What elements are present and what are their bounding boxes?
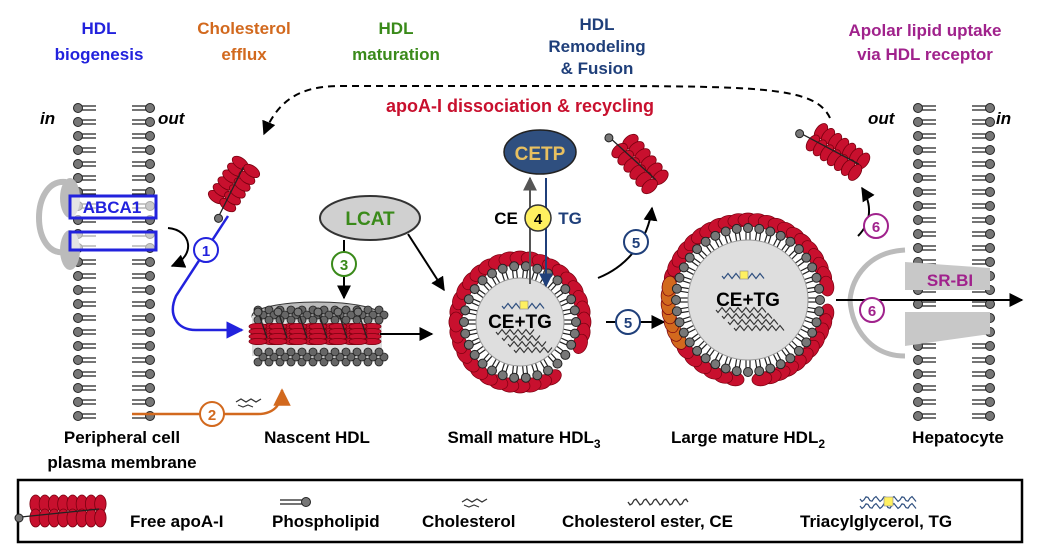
lcat-to-small-arrow [407, 233, 445, 292]
step5-badge-upper: 5 [623, 229, 649, 255]
step3-badge: 3 [331, 251, 357, 277]
legend-apoa1-label: Free apoA-I [130, 512, 224, 531]
membrane-left-out-label: out [158, 109, 186, 128]
step2-arrow [132, 388, 291, 416]
svg-text:CE+TG: CE+TG [488, 312, 552, 333]
free-apoa1-remodeling [604, 133, 669, 195]
step4-badge: 4 [524, 204, 552, 232]
svg-text:efflux: efflux [221, 45, 267, 64]
legend: Free apoA-I Phospholipid Cholesterol Cho… [14, 478, 1024, 544]
svg-text:Remodeling: Remodeling [548, 37, 645, 56]
cetp-enzyme: CETP [503, 129, 577, 175]
stage-label-peripheral: Peripheral cell plasma membrane [47, 428, 196, 472]
svg-text:Apolar lipid uptake: Apolar lipid uptake [848, 21, 1001, 40]
legend-cholesterol-label: Cholesterol [422, 512, 516, 531]
legend-phospholipid-label: Phospholipid [272, 512, 380, 531]
svg-text:Peripheral cell: Peripheral cell [64, 428, 180, 447]
membrane-right-in-label: in [996, 109, 1011, 128]
stage-label-nascent: Nascent HDL [264, 428, 370, 447]
svg-text:maturation: maturation [352, 45, 440, 64]
legend-phospholipid-symbol [280, 497, 311, 507]
stage-label-small: Small mature HDL3 [447, 428, 600, 451]
lcat-label: LCAT [345, 209, 395, 230]
svg-text:1: 1 [202, 243, 210, 260]
step6-badge-lower: 6 [859, 297, 885, 323]
svg-text:HDL: HDL [82, 19, 117, 38]
svg-text:biogenesis: biogenesis [55, 45, 144, 64]
legend-tg-label: Triacylglycerol, TG [800, 512, 952, 531]
svg-text:via HDL receptor: via HDL receptor [857, 45, 993, 64]
legend-ce-symbol [627, 498, 689, 506]
svg-text:3: 3 [340, 257, 348, 274]
step6-dissociation-arrow [857, 186, 875, 237]
svg-text:5: 5 [624, 315, 632, 332]
header-efflux: Cholesterol efflux [197, 19, 291, 64]
header-remodeling: HDL Remodeling & Fusion [548, 15, 645, 78]
svg-text:2: 2 [208, 407, 216, 424]
legend-tg-symbol [859, 495, 917, 510]
step5-badge-lower: 5 [615, 309, 641, 335]
legend-apoa1-symbol [14, 494, 107, 528]
lcat-enzyme: LCAT [319, 195, 421, 241]
free-apoa1-right [795, 123, 871, 181]
abca1-label: ABCA1 [83, 198, 142, 217]
svg-text:HDL: HDL [379, 19, 414, 38]
svg-text:6: 6 [868, 303, 876, 320]
cetp-label: CETP [515, 144, 566, 165]
membrane-right-out-label: out [868, 109, 896, 128]
step6-badge-upper: 6 [863, 213, 889, 239]
svg-text:plasma membrane: plasma membrane [47, 453, 196, 472]
left-membrane [73, 103, 155, 421]
header-maturation: HDL maturation [352, 19, 440, 64]
cetp-tg-label: TG [558, 209, 582, 228]
recycling-arrow [262, 85, 831, 136]
small-mature-hdl3: CE+TG [448, 250, 592, 394]
srbi-label: SR-BI [927, 271, 973, 290]
step1-arrow [171, 215, 244, 339]
stage-label-large: Large mature HDL2 [671, 428, 825, 451]
cetp-ce-label: CE [494, 209, 518, 228]
svg-text:& Fusion: & Fusion [561, 59, 634, 78]
svg-text:CE+TG: CE+TG [716, 290, 780, 311]
recycling-label: apoA-I dissociation & recycling [386, 96, 654, 116]
svg-text:6: 6 [872, 219, 880, 236]
free-apoa1-left [207, 155, 261, 223]
legend-cholesterol-symbol [461, 498, 488, 508]
legend-ce-label: Cholesterol ester, CE [562, 512, 733, 531]
step1-badge: 1 [193, 237, 219, 263]
svg-text:5: 5 [632, 235, 640, 252]
svg-text:HDL: HDL [580, 15, 615, 34]
abca1-curved-arrow [167, 227, 190, 268]
svg-text:Cholesterol: Cholesterol [197, 19, 291, 38]
membrane-left-in-label: in [40, 109, 55, 128]
large-mature-hdl2: CE+TG [660, 212, 835, 387]
cholesterol-free-1 [235, 398, 262, 408]
stage-label-hepatocyte: Hepatocyte [912, 428, 1004, 447]
svg-text:4: 4 [534, 211, 543, 228]
nascent-hdl [248, 301, 389, 367]
header-biogenesis: HDL biogenesis [55, 19, 144, 64]
abca1-transporter: ABCA1 [36, 178, 158, 270]
right-membrane [913, 103, 995, 421]
header-uptake: Apolar lipid uptake via HDL receptor [848, 21, 1001, 64]
step2-badge: 2 [199, 401, 225, 427]
